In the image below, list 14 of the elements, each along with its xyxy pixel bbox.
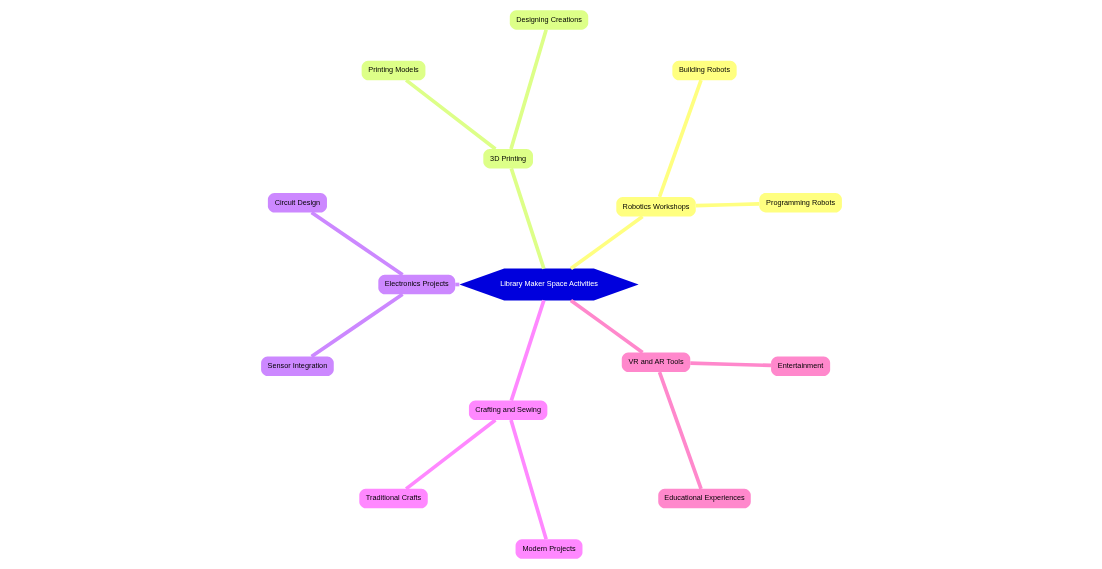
- connector: [404, 78, 497, 151]
- connector: [404, 418, 497, 491]
- connector: [508, 29, 548, 150]
- connector: [657, 371, 703, 490]
- connector: [695, 202, 759, 208]
- connector: [689, 361, 771, 368]
- connector: [509, 167, 546, 270]
- connector: [310, 210, 404, 277]
- connector: [508, 419, 548, 540]
- connector: [509, 299, 546, 402]
- connector: [310, 292, 404, 359]
- connector: [569, 298, 644, 354]
- connector: [569, 215, 644, 271]
- connector: [657, 79, 703, 198]
